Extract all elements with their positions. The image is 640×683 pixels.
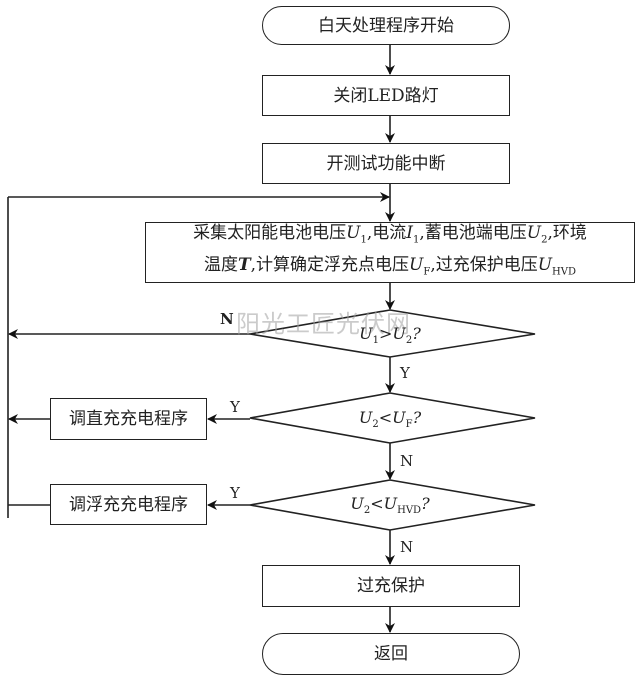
decision2-condition: U2<UF? <box>358 408 422 431</box>
decision3-yes-label: Y <box>230 484 240 502</box>
decision2-no-label: N <box>400 452 414 470</box>
decision2-diamond <box>249 392 536 444</box>
end-label: 返回 <box>374 644 408 664</box>
step-enable-test-interrupt-label: 开测试功能中断 <box>326 153 446 174</box>
acquire-line-1: 采集太阳能电池电压U1,电流I1,蓄电池端电压U2,环境 <box>193 223 587 246</box>
step-acquire-data: 采集太阳能电池电压U1,电流I1,蓄电池端电压U2,环境 温度T,计算确定浮充点… <box>145 222 635 283</box>
direct-charge-label: 调直充充电程序 <box>69 409 188 429</box>
float-charge-label: 调浮充充电程序 <box>69 494 188 515</box>
decision3-diamond <box>249 479 536 531</box>
end-terminal: 返回 <box>262 633 520 675</box>
acquire-line-2: 温度T,计算确定浮充点电压UF,过充保护电压UHVD <box>203 254 577 277</box>
watermark-text: 阳光工匠光伏网 <box>236 310 411 338</box>
decision1-diamond <box>249 309 536 358</box>
decision3-condition: U2<UHVD? <box>350 494 430 517</box>
decision3-no-label: N <box>400 538 414 556</box>
overcharge-protection-box: 过充保护 <box>262 565 520 607</box>
step-close-led: 关闭LED路灯 <box>262 75 510 116</box>
float-charge-box: 调浮充充电程序 <box>50 484 207 525</box>
start-terminal: 白天处理程序开始 <box>262 6 510 45</box>
decision1-no-label: N <box>220 310 234 328</box>
direct-charge-box: 调直充充电程序 <box>50 398 207 440</box>
decision2-yes-label: Y <box>230 398 240 416</box>
step-close-led-label: 关闭LED路灯 <box>333 85 439 106</box>
start-label: 白天处理程序开始 <box>318 15 454 36</box>
overcharge-protection-label: 过充保护 <box>357 576 425 596</box>
decision1-condition: U1>U2? <box>359 324 421 347</box>
step-enable-test-interrupt: 开测试功能中断 <box>262 143 510 184</box>
decision1-yes-label: Y <box>400 364 410 382</box>
